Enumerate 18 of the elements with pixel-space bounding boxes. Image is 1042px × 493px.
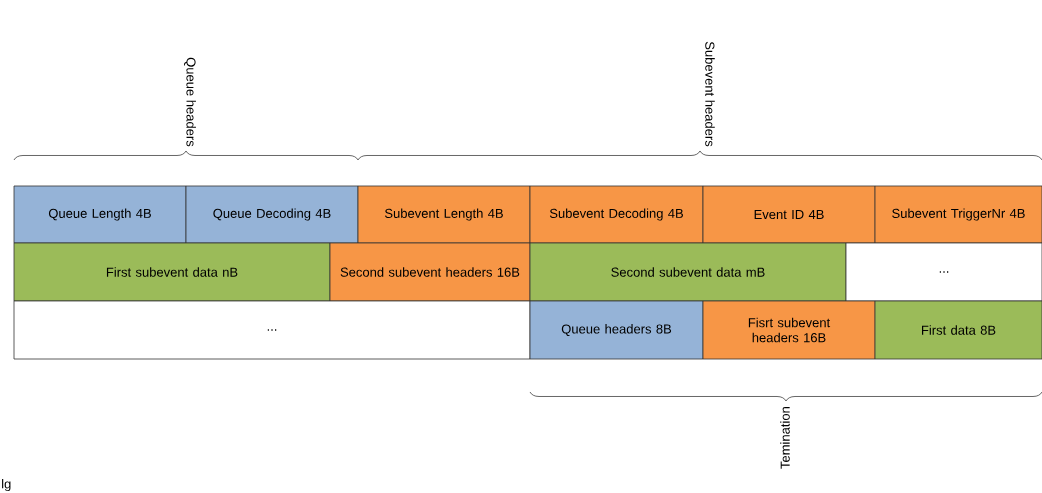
queue-field-cell: Queue headers 8B <box>529 300 704 360</box>
header-field-cell: Subevent Decoding 4B <box>529 185 704 244</box>
queue-field-cell: Queue Length 4B <box>13 185 187 244</box>
brace-label: Temination <box>780 407 790 469</box>
queue-field-cell: Queue Decoding 4B <box>185 185 359 244</box>
header-field-cell: Event ID 4B <box>702 185 876 244</box>
continuation-cell: ... <box>845 242 1042 302</box>
header-field-cell: Subevent Length 4B <box>357 185 531 244</box>
brace-label: Queue headers <box>184 57 196 147</box>
continuation-cell: ... <box>13 300 531 360</box>
text-fragment: lg <box>2 478 11 492</box>
data-field-cell: First data 8B <box>874 300 1042 360</box>
header-field-cell: Fisrt subevent headers 16B <box>702 300 876 360</box>
brace-label: Subevent headers <box>705 41 715 147</box>
data-field-cell: First subevent data nB <box>13 242 331 302</box>
header-field-cell: Subevent TriggerNr 4B <box>874 185 1042 244</box>
header-field-cell: Second subevent headers 16B <box>329 242 531 302</box>
data-field-cell: Second subevent data mB <box>529 242 847 302</box>
